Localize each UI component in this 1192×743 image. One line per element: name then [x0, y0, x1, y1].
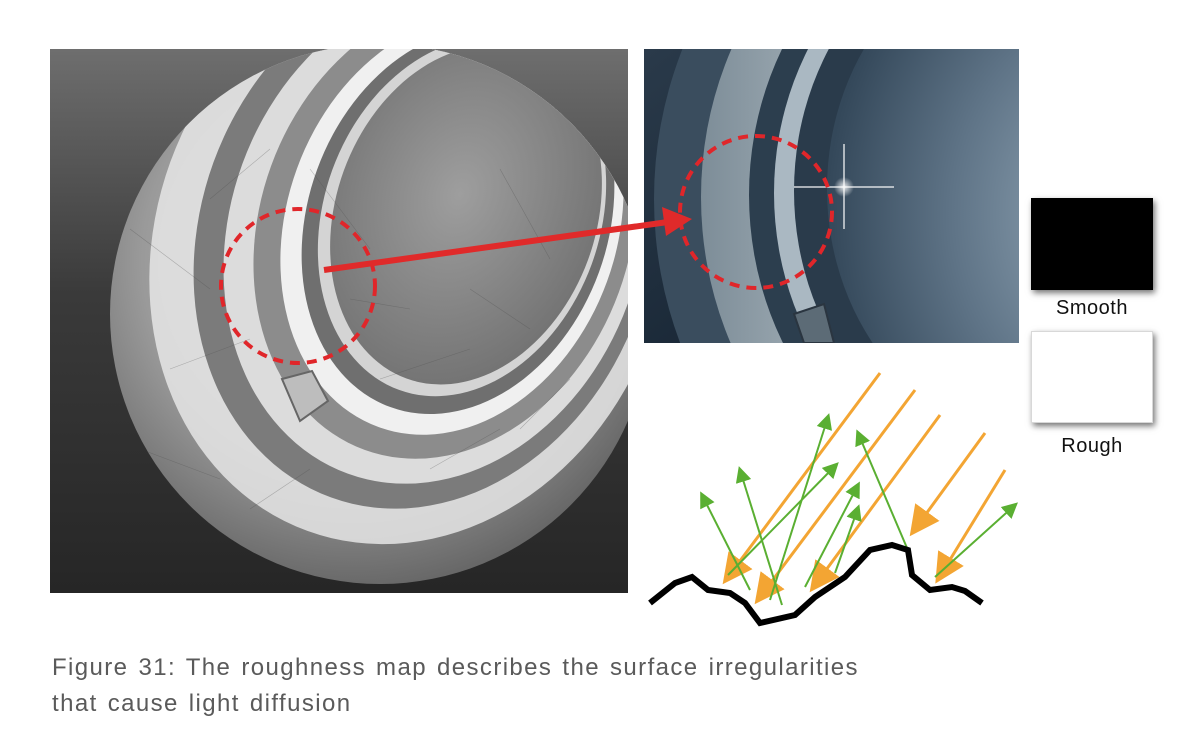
reflected-ray — [804, 481, 860, 588]
caption-line-2: that cause light diffusion — [52, 690, 352, 717]
reflected-ray — [934, 502, 1018, 578]
caption-line-1: Figure 31: The roughness map describes t… — [52, 654, 859, 681]
reflected-rays — [700, 413, 1018, 606]
incident-ray — [722, 372, 882, 585]
incident-ray — [809, 414, 942, 593]
reflected-ray — [700, 491, 751, 591]
rough-swatch — [1031, 331, 1153, 423]
incident-ray — [935, 469, 1007, 584]
incident-ray — [754, 389, 917, 605]
smooth-swatch — [1031, 198, 1153, 290]
rough-label: Rough — [1061, 435, 1123, 457]
sphere-notch — [280, 369, 330, 423]
incident-rays — [722, 372, 1007, 605]
incident-ray — [909, 432, 987, 537]
roughness-sphere-illustration — [110, 49, 628, 584]
reflected-ray — [855, 429, 911, 556]
highlight-circle-left — [219, 207, 377, 365]
reflected-ray — [834, 504, 862, 574]
pbr-render-closeup — [644, 49, 1019, 343]
figure-caption: Figure 31: The roughness map describes t… — [52, 650, 992, 722]
reflected-ray — [735, 466, 783, 606]
rough-surface-line — [648, 541, 984, 627]
closeup-illustration — [644, 49, 1019, 343]
roughness-map-render — [50, 49, 628, 593]
smooth-label: Smooth — [1056, 297, 1128, 319]
reflected-ray — [727, 462, 839, 576]
light-diffusion-diagram — [640, 365, 1040, 630]
reflected-ray — [769, 413, 833, 601]
